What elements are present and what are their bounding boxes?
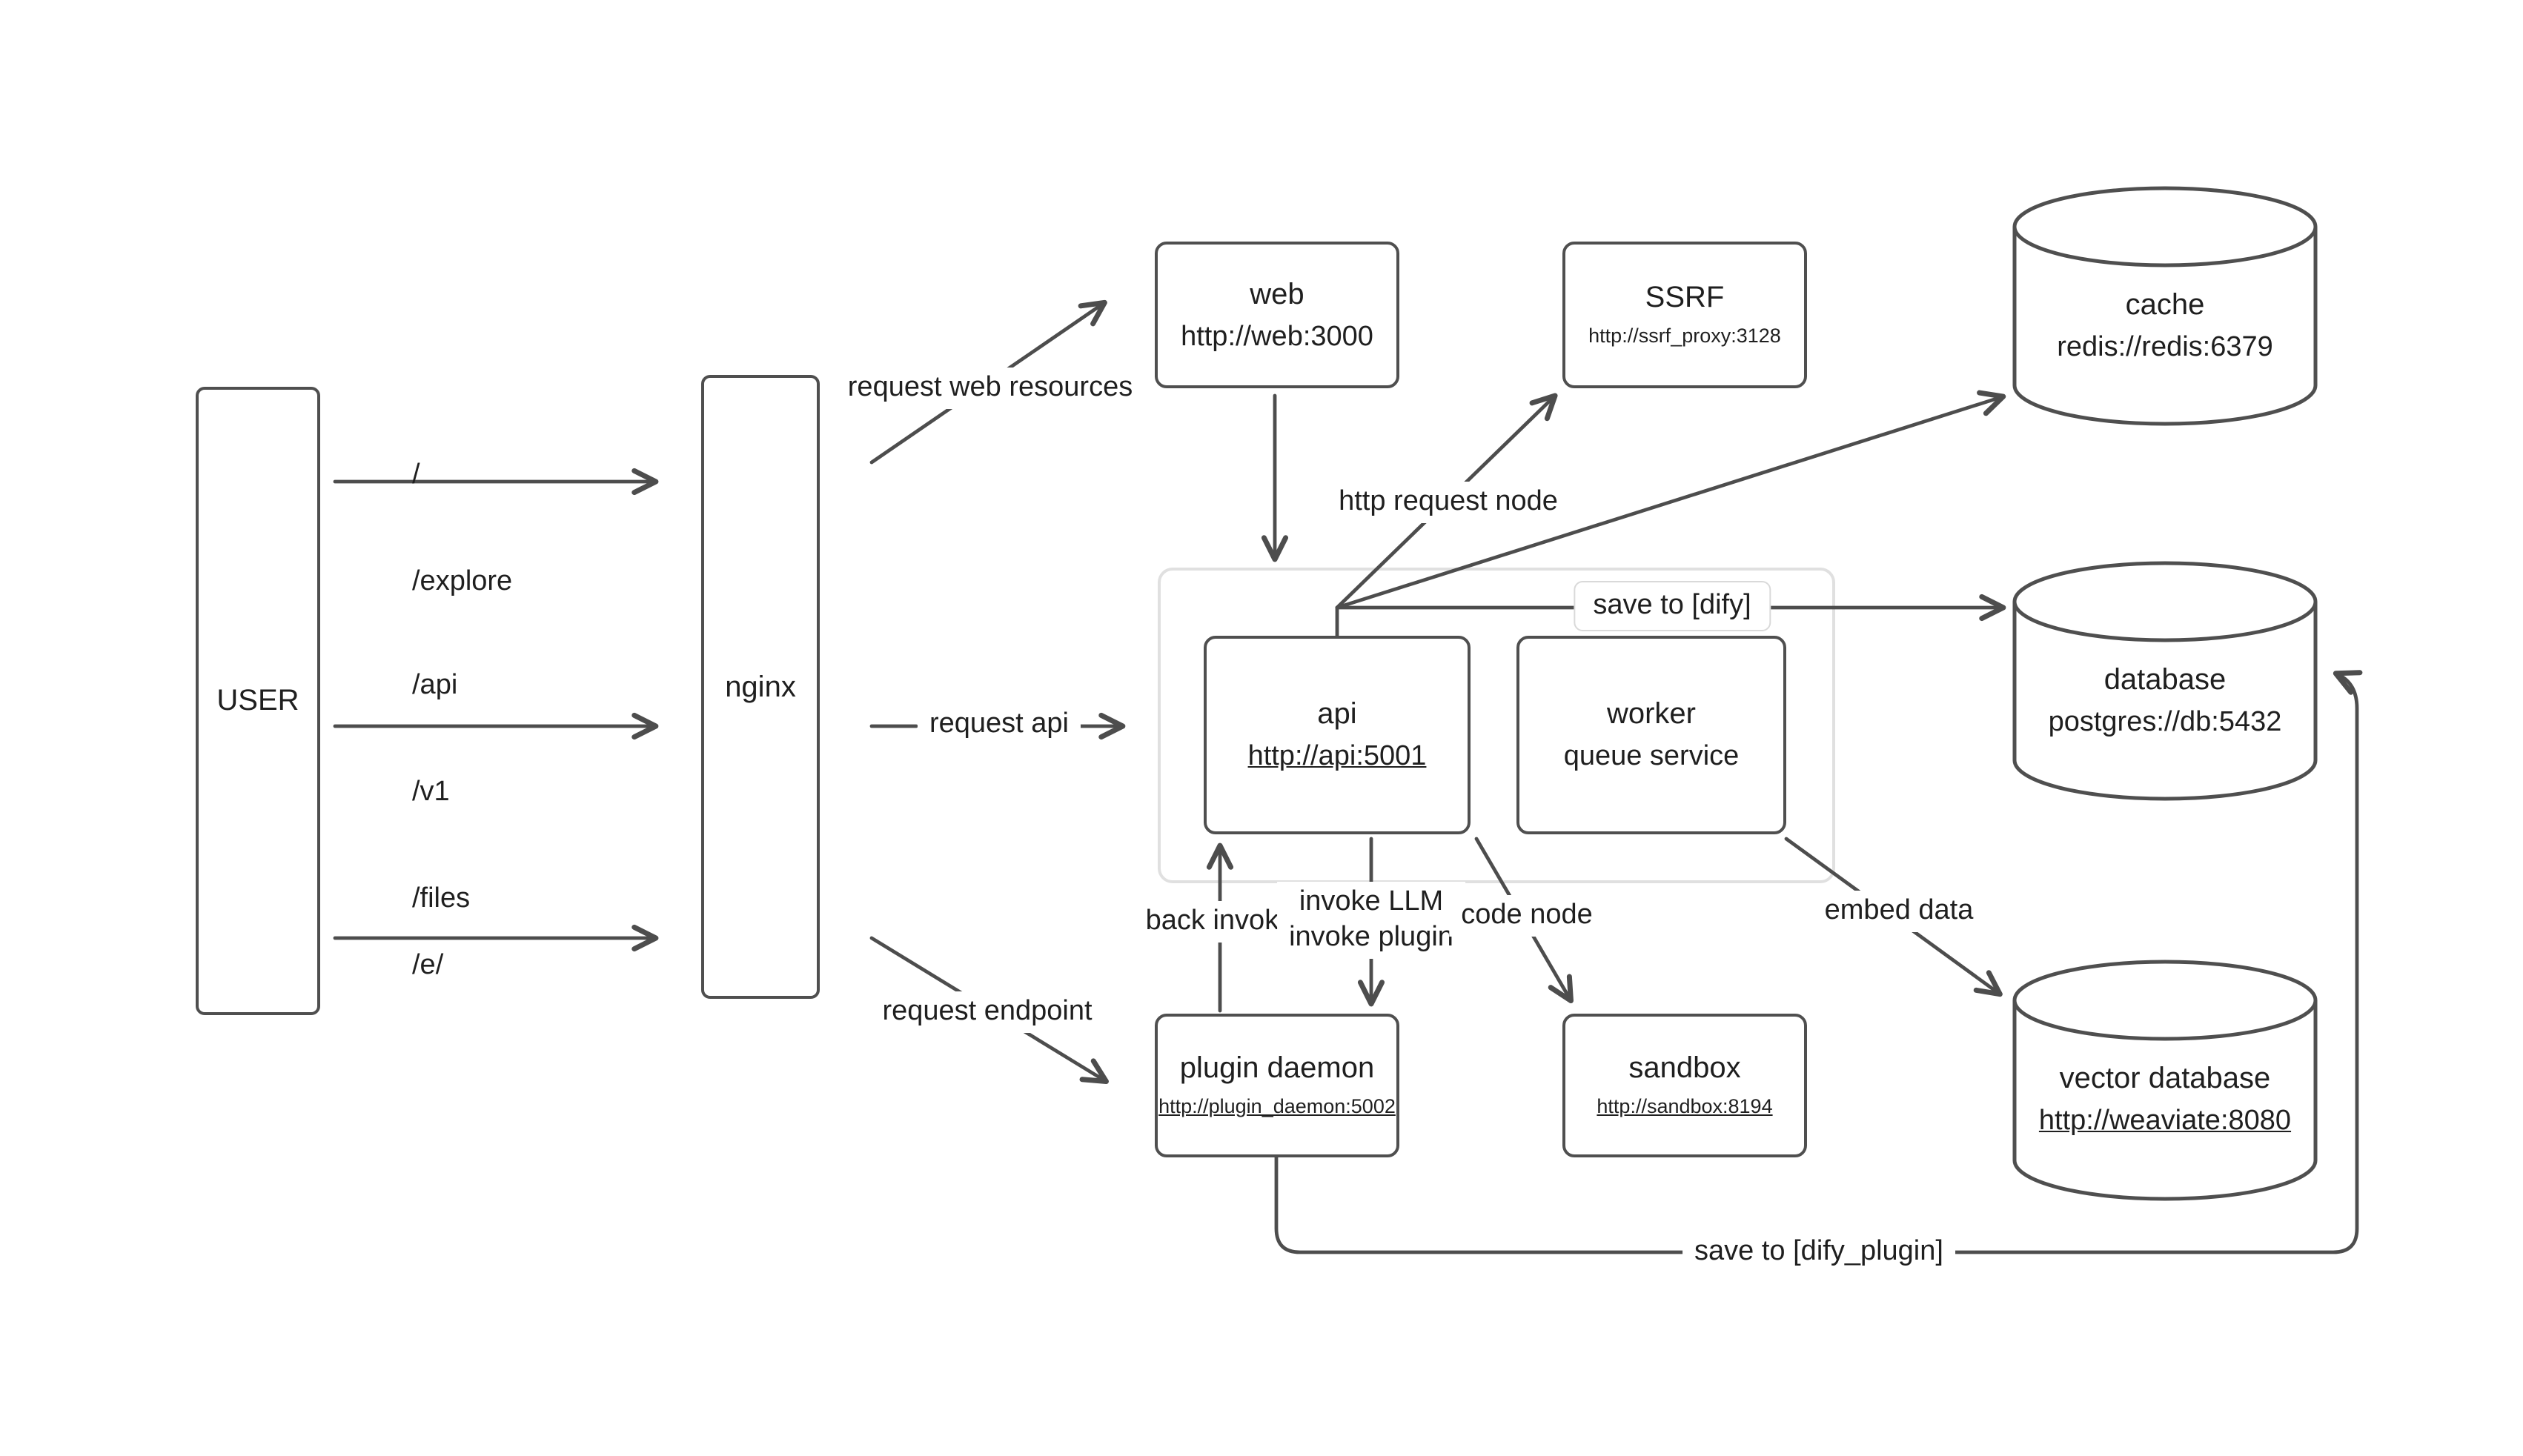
route-endpoint-1: /e/ [412, 950, 444, 981]
database-url: postgres://db:5432 [2048, 706, 2282, 737]
api-title: api [1317, 698, 1357, 731]
route-api-1: /api [412, 670, 458, 701]
route-web-1: / [412, 459, 420, 491]
arrow-api-cache [1335, 390, 2006, 610]
edge-label-code-node: code node [1449, 895, 1605, 937]
route-api-3: /files [412, 883, 471, 914]
user-box: USER [196, 387, 320, 1015]
worker-subtitle: queue service [1563, 741, 1740, 772]
sandbox-title: sandbox [1628, 1052, 1741, 1085]
ssrf-title: SSRF [1645, 282, 1725, 314]
nginx-label: nginx [725, 671, 796, 703]
nginx-box: nginx [701, 375, 820, 999]
worker-title: worker [1606, 698, 1696, 731]
ssrf-url: http://ssrf_proxy:3128 [1588, 325, 1781, 347]
route-label-web: / /explore [412, 387, 512, 671]
database-title: database [2103, 663, 2227, 696]
arrow-save-dify-plugin [1274, 670, 2363, 1254]
edge-label-invoke-plugin: invoke plugin [1289, 922, 1453, 953]
route-web-2: /explore [412, 566, 513, 597]
sandbox-url-link[interactable]: http://sandbox:8194 [1597, 1095, 1773, 1117]
web-box: web http://web:3000 [1155, 242, 1399, 388]
user-label: USER [216, 685, 299, 717]
web-title: web [1250, 278, 1304, 310]
edge-label-embed-data: embed data [1812, 891, 1986, 932]
api-worker-group [1158, 568, 1835, 883]
web-url: http://web:3000 [1181, 321, 1373, 352]
ssrf-box: SSRF http://ssrf_proxy:3128 [1562, 242, 1807, 388]
edge-label-save-to-dify: save to [dify] [1574, 581, 1771, 631]
plugin-daemon-title: plugin daemon [1179, 1052, 1375, 1085]
cache-url: redis://redis:6379 [2057, 331, 2273, 362]
cache-label: cache redis://redis:6379 [2015, 227, 2315, 424]
cache-title: cache [2125, 288, 2205, 321]
edge-label-invoke-llm: invoke LLM [1299, 886, 1444, 917]
sandbox-box: sandbox http://sandbox:8194 [1562, 1014, 1807, 1157]
edge-label-save-to-dify-plugin: save to [dify_plugin] [1682, 1231, 1955, 1273]
api-url-link[interactable]: http://api:5001 [1247, 741, 1427, 772]
cache-cylinder [2012, 186, 2318, 426]
plugin-daemon-box: plugin daemon http://plugin_daemon:5002 [1155, 1014, 1399, 1157]
route-label-endpoint: /e/ [412, 877, 443, 1055]
vector-database-cylinder [2012, 960, 2318, 1201]
vector-database-title: vector database [2059, 1063, 2271, 1095]
edge-label-invoke: invoke LLM invoke plugin [1277, 882, 1465, 959]
database-label: database postgres://db:5432 [2015, 602, 2315, 799]
plugin-daemon-url-link[interactable]: http://plugin_daemon:5002 [1158, 1095, 1396, 1117]
database-cylinder [2012, 561, 2318, 801]
edge-label-http-request-node: http request node [1327, 482, 1570, 523]
edge-label-request-web-resources: request web resources [835, 368, 1145, 409]
api-box: api http://api:5001 [1204, 636, 1471, 834]
worker-box: worker queue service [1516, 636, 1786, 834]
vector-database-label: vector database http://weaviate:8080 [2015, 1000, 2315, 1199]
route-label-api: /api /v1 /files [412, 597, 470, 988]
edge-label-request-endpoint: request endpoint [870, 991, 1104, 1033]
route-api-2: /v1 [412, 777, 450, 808]
edge-label-request-api: request api [917, 704, 1081, 745]
vector-database-url-link[interactable]: http://weaviate:8080 [2038, 1106, 2292, 1137]
